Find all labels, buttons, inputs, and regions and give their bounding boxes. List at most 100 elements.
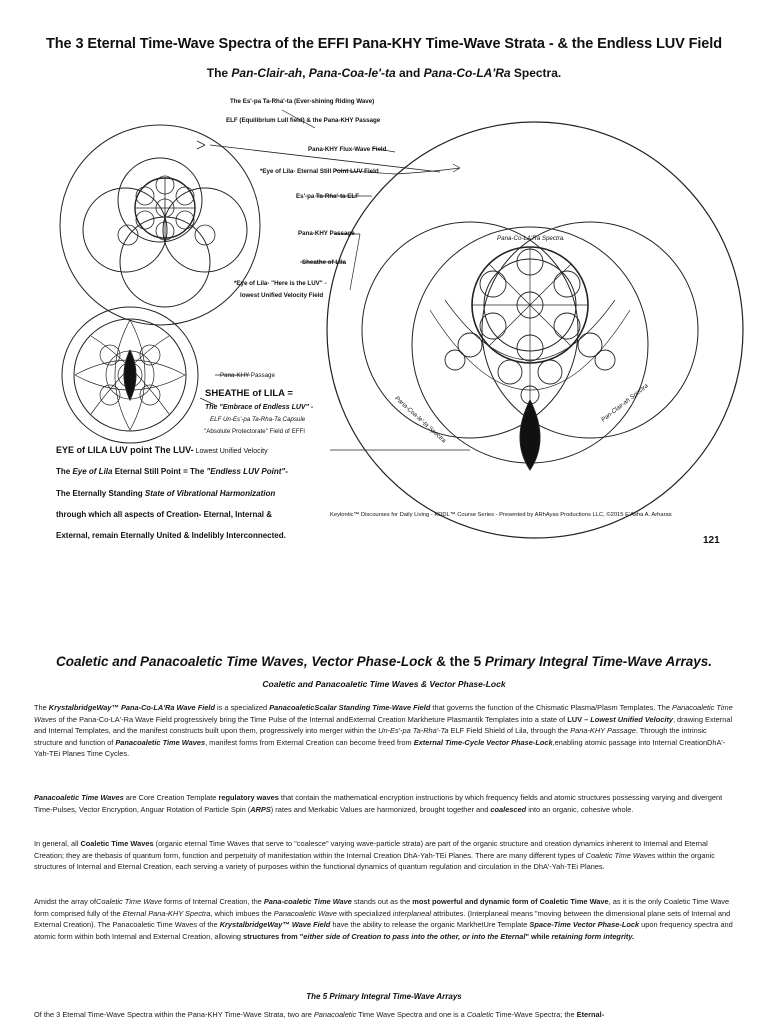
- text-run: Eternal-: [576, 1010, 605, 1019]
- text-run: Coaletic Time Wave: [96, 897, 162, 906]
- text-run: Pana-KHY Passage: [570, 726, 636, 736]
- text-run: with specialized: [336, 908, 393, 918]
- label-protectorate: "Absolute Protectorate" Field of EFFI: [204, 428, 306, 435]
- label-co-la-ra: Pana-Co-LA'Ra Spectra.: [497, 235, 565, 242]
- text-run: regulatory waves: [218, 793, 279, 802]
- text-run: structures from ": [243, 931, 304, 941]
- text-run: KrystalbridgeWay™ Pana-Co-LA'Ra Wave Fie…: [48, 703, 215, 712]
- label-elf-passage: ELF (Equilibrium Lull field) & the Pana-…: [226, 117, 381, 124]
- page-number: 121: [703, 535, 720, 546]
- text-run: The: [34, 703, 49, 712]
- sheathe-disc: [61, 306, 199, 444]
- text-run: PanacoaleticScalar Standing Time-Wave Fi…: [269, 703, 431, 712]
- paragraph-1: The KrystalbridgeWay™ Pana-Co-LA'Ra Wave…: [34, 702, 736, 760]
- section-subtitle: Coaletic and Panacoaletic Time Waves & V…: [262, 679, 506, 689]
- text-run: that contain the mathematical encryption…: [34, 793, 723, 814]
- section-title: Coaletic and Panacoaletic Time Waves, Ve…: [55, 654, 713, 669]
- sheathe-eye: [123, 349, 137, 402]
- label-passage-1: Pana-KHY Passage: [298, 230, 355, 237]
- left-outer-circle: [59, 124, 261, 326]
- text-run: ,enabling atomic passage into Internal C…: [34, 737, 726, 759]
- text-run: Panacoaletic Time Waves: [115, 737, 206, 747]
- text-run: LUV –: [567, 714, 591, 724]
- text-run: is a specialized: [214, 703, 270, 712]
- text-run: forms of Internal Creation, the: [161, 897, 264, 906]
- text-run: Pana-coaletic Time Wave: [263, 897, 352, 906]
- text-run: retaining form integrity.: [551, 931, 635, 941]
- time-wave-diagram: [59, 109, 744, 539]
- label-riding-wave: The Es'-pa Ta-Rha'-ta (Ever-shining Ridi…: [230, 98, 375, 105]
- text-run: Coaletic Time Waves: [80, 839, 154, 848]
- label-sheathe-1: Sheathe of Lila: [302, 259, 347, 266]
- text-run: , drawing External and Internal Template…: [34, 714, 733, 736]
- text-run: Panacoaletic Wave: [273, 908, 337, 918]
- text-run: ) rates and Merkabic Values are harmoniz…: [270, 804, 491, 814]
- text-run: . Through the intrinsic structure and fu…: [34, 726, 707, 747]
- text-run: have the ability to release the organic …: [330, 920, 530, 930]
- side-line-5: External, remain Eternally United & Inde…: [56, 531, 286, 540]
- paragraph-2: Panacoaletic Time Waves are Core Creatio…: [34, 792, 736, 815]
- section-subhead: The 5 Primary Integral Time-Wave Arrays: [306, 992, 462, 1001]
- side-line-2: The Eye of Lila Eternal Still Point = Th…: [56, 467, 288, 476]
- text-run: Coaletic Time Waves: [585, 850, 656, 860]
- side-line-4: through which all aspects of Creation- E…: [56, 510, 273, 519]
- text-run: either side of Creation to pass into the…: [303, 931, 526, 941]
- text-run: Coaletic: [466, 1010, 494, 1019]
- text-run: , manifest forms from External Creation …: [205, 737, 414, 747]
- pana-coa-le-ta-circle: [361, 221, 579, 439]
- label-embrace: The "Embrace of Endless LUV" -: [205, 404, 314, 411]
- text-run: of the Pana-Co-LA'-Ra Wave Field progres…: [56, 714, 568, 724]
- side-line-3: The Eternally Standing State of Vibratio…: [56, 489, 276, 498]
- label-capsule: ELF Un-Es'-pa Ta-Rha-Ta Capsule: [210, 416, 306, 423]
- text-run: Of the 3 Eternal Time-Wave Spectra withi…: [34, 1010, 314, 1019]
- text-run: In general, all: [34, 839, 81, 848]
- text-run: Panacoaletic Time Waves: [34, 703, 733, 724]
- side-line-1: EYE of LILA LUV point The LUV- Lowest Un…: [56, 445, 268, 455]
- text-run: into an organic, cohesive whole.: [526, 804, 634, 814]
- text-run: most powerful and dynamic form of Coalet…: [412, 897, 609, 906]
- text-run: that governs the function of the Chismat…: [430, 703, 673, 712]
- text-run: ELF Field Shield of Lila, through the: [448, 726, 571, 736]
- text-run: Panacoaletic: [313, 1010, 357, 1019]
- text-run: attributes. (Interplaneal means "moving …: [34, 908, 731, 930]
- central-teardrop: [519, 399, 541, 471]
- text-run: within the organic structures of Interna…: [34, 850, 715, 872]
- text-run: , as it is the only Coaletic Time Wave f…: [34, 897, 730, 918]
- text-run: " while: [525, 931, 552, 941]
- text-run: (organic eternal Time Waves that serve t…: [34, 839, 708, 860]
- text-run: Eternal Pana-KHY Spectra: [122, 908, 211, 918]
- text-run: KrystalbridgeWay™ Wave Field: [219, 920, 331, 930]
- text-run: External Time-Cycle Vector Phase-Lock: [413, 737, 553, 747]
- text-run: Space-Time Vector Phase-Lock: [529, 920, 640, 930]
- pan-clair-ah-circle: [481, 221, 699, 439]
- label-passage-2: Pana-KHY Passage: [220, 372, 275, 379]
- page-title: The 3 Eternal Time-Wave Spectra of the E…: [46, 36, 722, 52]
- label-eye-here-2: lowest Unified Velocity Field: [240, 292, 324, 299]
- text-run: coalesced: [490, 804, 527, 814]
- label-sheathe-big: SHEATHE of LILA =: [205, 388, 293, 399]
- text-run: , which imbues the: [210, 908, 274, 918]
- text-run: upon frequency spectra and atomic form w…: [34, 920, 733, 941]
- label-flux-wave: Pana-KHY Flux-Wave Field: [308, 146, 387, 153]
- text-run: Time Wave Spectra and one is a: [356, 1010, 467, 1019]
- central-petals: [444, 248, 616, 405]
- label-es-pa-elf: Es'-pa Ta-Rha'-ta ELF: [296, 193, 359, 200]
- text-run: Panacoaletic Time Waves: [34, 793, 124, 802]
- text-run: Time-Wave Spectra; the: [493, 1010, 577, 1019]
- paragraph-4: Amidst the array ofCoaletic Time Wave fo…: [34, 896, 736, 942]
- page-subtitle: The Pan-Clair-ah, Pana-Coa-le'-ta and Pa…: [206, 66, 562, 80]
- diagram-page: The 3 Eternal Time-Wave Spectra of the E…: [46, 36, 744, 546]
- credit-line: Keylontic™ Discourses for Daily Living -…: [330, 512, 672, 518]
- central-lines: [429, 247, 631, 420]
- paragraph-5: Of the 3 Eternal Time-Wave Spectra withi…: [34, 1009, 736, 1021]
- text-run: ARPS: [250, 804, 271, 814]
- outer-luv-circle: [326, 121, 744, 539]
- text-run: are Core Creation Template: [123, 793, 219, 802]
- paragraph-3: In general, all Coaletic Time Waves (org…: [34, 838, 736, 873]
- text-run: interplaneal: [392, 908, 432, 918]
- text-run: Lowest Unified Velocity: [590, 714, 673, 724]
- text-run: Amidst the array of: [34, 897, 97, 906]
- text-run: Un-Es'-pa Ta-Rha'-Ta: [378, 726, 449, 736]
- label-eye-here-1: *Eye of Lila- "Here is the LUV" -: [234, 280, 327, 287]
- text-run: stands out as the: [351, 897, 413, 906]
